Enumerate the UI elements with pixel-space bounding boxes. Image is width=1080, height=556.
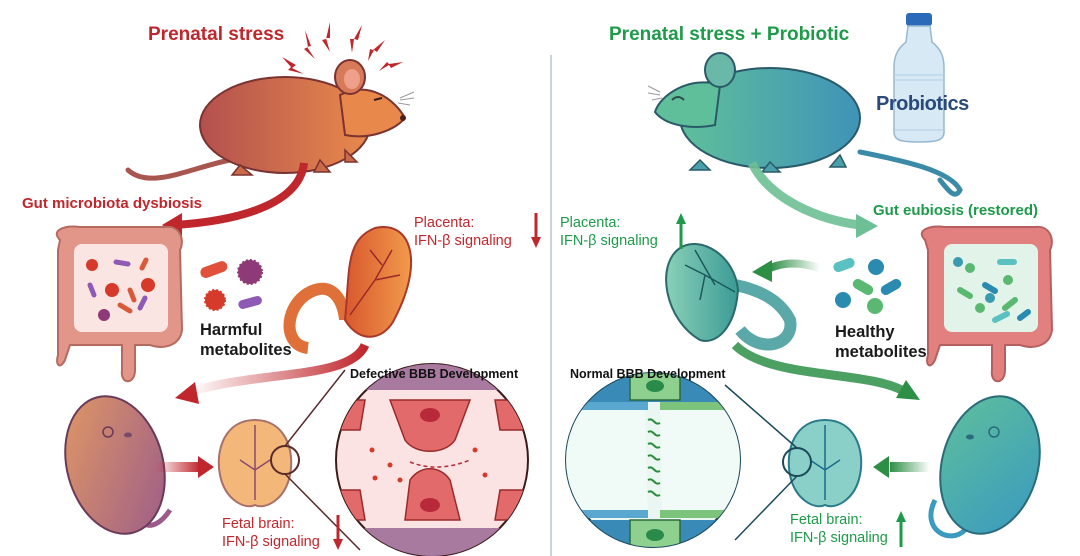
placenta-illustration-stress [283, 225, 412, 354]
arrow-mouse-to-gut [174, 162, 308, 229]
arrow-fetus-to-brain [155, 462, 200, 472]
healthy-microbes-icon [833, 257, 902, 314]
placenta-label-left-line2: IFN-β signaling [414, 233, 512, 249]
normal-bbb-zoom-illustration [565, 372, 741, 548]
dysbiosis-gut-illustration [55, 225, 184, 383]
fetal-brain-illustration-stress [217, 369, 361, 551]
placenta-label-right-line2: IFN-β signaling [560, 233, 658, 249]
fetal-brain-illustration-probiotic [724, 384, 863, 541]
panel-divider [550, 55, 552, 556]
right-panel-title: Prenatal stress + Probiotic [609, 24, 850, 45]
arrow-placenta-to-fetus [188, 342, 370, 397]
defective-bbb-zoom-illustration [335, 363, 529, 556]
fetal-brain-label-right-line1: Fetal brain: [790, 512, 863, 528]
healthy-metabolites-label-line1: Healthy [835, 323, 895, 341]
probiotics-bottle-illustration [893, 13, 945, 143]
arrow-up-icon [676, 213, 686, 249]
stress-bolts-icon [282, 22, 403, 74]
fetus-illustration-stress [64, 395, 173, 535]
gut-eubiosis-label: Gut eubiosis (restored) [873, 202, 1039, 219]
arrow-fetus-to-brain-probiotic [890, 462, 930, 472]
fetus-illustration-probiotic [928, 395, 1041, 539]
left-panel-title: Prenatal stress [148, 24, 285, 45]
healthy-metabolites-label-line2: metabolites [835, 343, 927, 361]
harmful-microbes-icon [200, 259, 263, 311]
arrow-metabolites-to-placenta [768, 259, 822, 272]
harmful-metabolites-label-line2: metabolites [200, 341, 292, 359]
eubiosis-gut-illustration [920, 225, 1054, 383]
harmful-metabolites-label-line1: Harmful [200, 321, 263, 339]
stressed-mouse-illustration [125, 59, 415, 181]
arrow-placenta-to-fetus-probiotic [731, 341, 908, 396]
placenta-label-left-line1: Placenta: [414, 215, 475, 231]
fetal-brain-label-right-line2: IFN-β signaling [790, 530, 888, 546]
fetal-brain-label-left-line2: IFN-β signaling [222, 534, 320, 550]
arrow-down-icon [333, 515, 343, 550]
defective-bbb-label: Defective BBB Development [350, 367, 519, 381]
fetal-brain-label-left-line1: Fetal brain: [222, 516, 295, 532]
normal-bbb-label: Normal BBB Development [570, 367, 726, 381]
placenta-illustration-probiotic [665, 243, 797, 351]
healthy-mouse-illustration [647, 52, 963, 197]
arrow-mouse-to-eubiosis-gut [747, 160, 861, 230]
placenta-label-right-line1: Placenta: [560, 215, 621, 231]
arrow-up-icon [896, 511, 906, 547]
gut-dysbiosis-label: Gut microbiota dysbiosis [22, 195, 203, 212]
arrow-down-icon [531, 213, 541, 248]
probiotics-bottle-label: Probiotics [876, 93, 969, 115]
